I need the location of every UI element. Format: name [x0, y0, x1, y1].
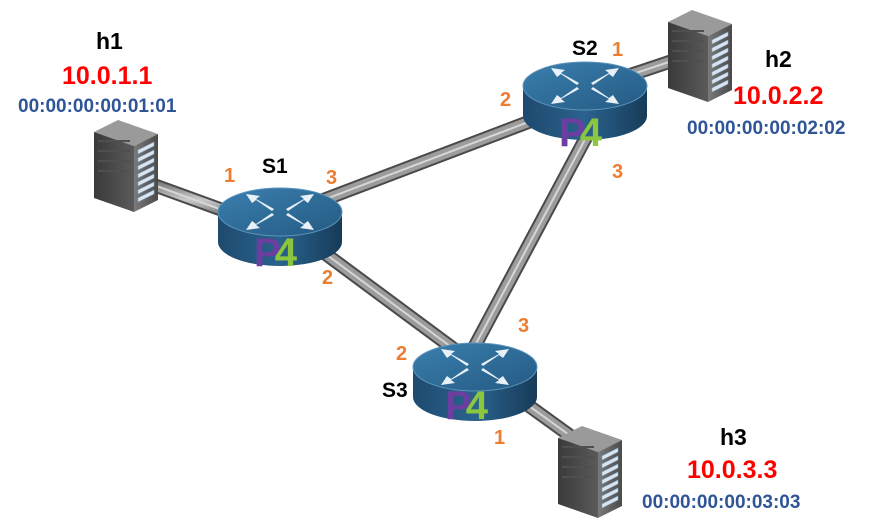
s3-port-1: 1: [494, 427, 506, 449]
s1-port-1: 1: [224, 165, 236, 187]
switch-s1-label: S1: [262, 155, 288, 178]
switch-s2-label: S2: [572, 37, 598, 60]
s2-port-2: 2: [500, 89, 512, 111]
host-h1-mac: 00:00:00:00:01:01: [18, 96, 177, 117]
s3-port-2: 2: [396, 343, 408, 365]
switch-s1: P4: [217, 187, 343, 275]
host-h2-ip: 10.0.2.2: [733, 82, 824, 110]
host-h3-name: h3: [720, 424, 747, 450]
s1-port-3: 3: [326, 167, 338, 189]
host-h3-mac: 00:00:00:00:03:03: [642, 492, 801, 513]
host-h1-ip: 10.0.1.1: [62, 62, 153, 90]
link-s2-s3: [463, 126, 597, 359]
switch-s2: P4: [522, 61, 648, 155]
host-h2-mac: 00:00:00:00:02:02: [687, 118, 846, 139]
host-h1-server-icon: [93, 119, 159, 213]
switch-s3-label: S3: [382, 379, 408, 402]
switch-s3: P4: [412, 342, 538, 428]
s2-port-1: 1: [612, 39, 624, 61]
s2-port-3: 3: [612, 161, 624, 183]
p4-logo-s1: P4: [254, 231, 298, 275]
host-h2-name: h2: [765, 46, 792, 72]
host-h1-name: h1: [96, 28, 123, 54]
host-h3-server-icon: [557, 425, 623, 519]
link-s1-s2: [307, 103, 563, 212]
p4-logo-s3: P4: [445, 384, 489, 428]
host-h2-server-icon: [667, 9, 733, 103]
host-h3-ip: 10.0.3.3: [687, 456, 778, 484]
s3-port-3: 3: [518, 315, 530, 337]
s1-port-2: 2: [322, 267, 334, 289]
p4-logo-s2: P4: [559, 111, 603, 155]
